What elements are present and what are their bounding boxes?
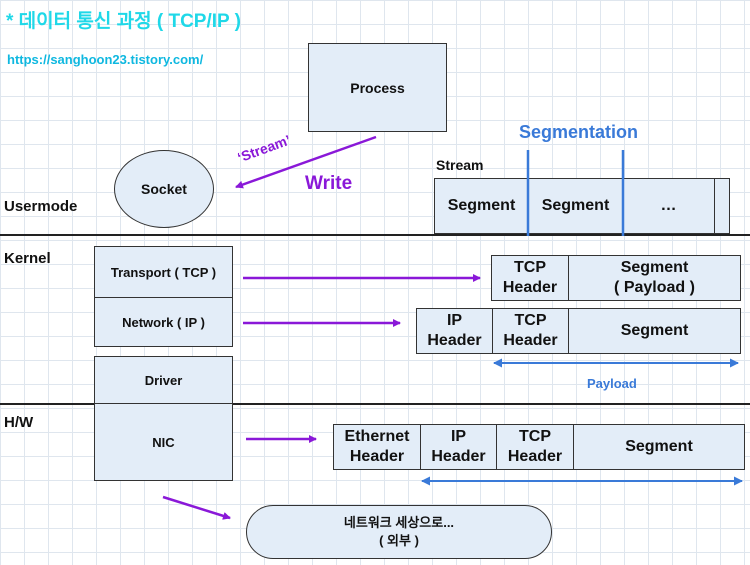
payload-label: Payload xyxy=(587,376,637,391)
tcp-payload-cell: Segment ( Payload ) xyxy=(568,255,741,301)
socket-ellipse: Socket xyxy=(114,150,214,228)
eth-ip-header-cell: IP Header xyxy=(420,424,497,470)
ip-segment-cell: Segment xyxy=(568,308,741,354)
stream-label: Stream xyxy=(436,157,484,173)
ip-header-cell: IP Header xyxy=(416,308,493,354)
diagram-title: * 데이터 통신 과정 ( TCP/IP ) xyxy=(6,11,241,32)
eth-segment-cell: Segment xyxy=(573,424,745,470)
segmentation-label: Segmentation xyxy=(519,122,639,142)
driver-box: Driver xyxy=(94,356,233,404)
transport-layer-box: Transport ( TCP ) xyxy=(94,246,233,298)
outside-line-2: ( 외부 ) xyxy=(379,533,419,548)
write-arrow xyxy=(235,135,377,189)
outside-network-ellipse: 네트워크 세상으로... ( 외부 ) xyxy=(246,505,552,559)
stream-segment-1: Segment xyxy=(434,178,529,234)
outside-line-1: 네트워크 세상으로... xyxy=(343,515,455,530)
stream-ellipsis: … xyxy=(622,178,715,234)
source-url: https://sanghoon23.tistory.com/ xyxy=(7,52,204,67)
process-box: Process xyxy=(308,43,447,132)
layer-kernel-label: Kernel xyxy=(4,250,51,267)
usermode-kernel-divider xyxy=(0,234,750,236)
tcp-header-cell: TCP Header xyxy=(491,255,569,301)
kernel-hw-divider xyxy=(0,403,750,405)
nic-box: NIC xyxy=(94,403,233,481)
ethernet-header-cell: Ethernet Header xyxy=(333,424,421,470)
eth-tcp-header-cell: TCP Header xyxy=(496,424,574,470)
layer-usermode-label: Usermode xyxy=(4,198,78,215)
outside-arrow xyxy=(162,495,231,520)
stream-tail xyxy=(714,178,730,234)
write-label: Write xyxy=(305,173,353,194)
stream-segment-2: Segment xyxy=(528,178,623,234)
ip-tcp-header-cell: TCP Header xyxy=(492,308,569,354)
network-layer-box: Network ( IP ) xyxy=(94,297,233,347)
layer-hw-label: H/W xyxy=(4,414,34,431)
